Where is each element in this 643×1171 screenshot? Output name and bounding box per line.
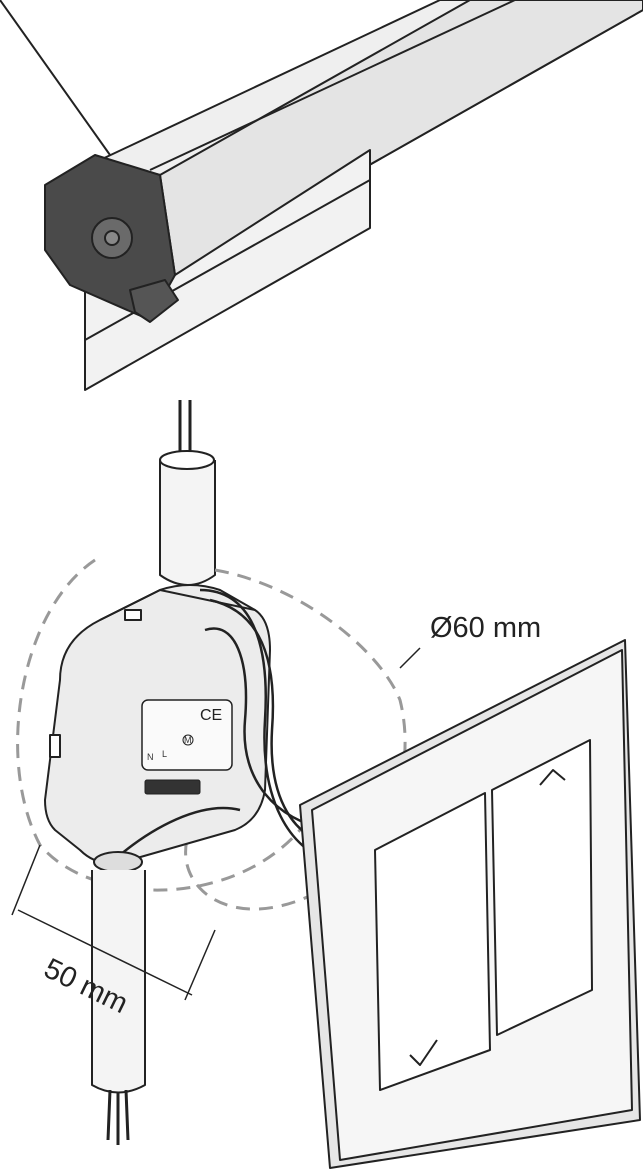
down-arrow-icon: [409, 1039, 438, 1066]
terminal-n-label: N: [147, 752, 154, 762]
up-rocker: [491, 739, 593, 1036]
lower-cable: [91, 851, 146, 1145]
roller-blind-housing: [0, 0, 643, 391]
motor-symbol: M: [184, 735, 192, 745]
diameter-label: Ø60 mm: [430, 612, 541, 644]
down-rocker: [374, 792, 491, 1091]
up-arrow-icon: [539, 769, 566, 786]
upper-cable: [159, 400, 216, 586]
terminal-l-label: L: [162, 749, 167, 759]
receiver-module: [44, 584, 271, 865]
ce-mark: CE: [200, 707, 222, 724]
diameter-leader: [399, 647, 421, 669]
dimension-50mm: [11, 647, 421, 1001]
motor-end-cap: [44, 154, 179, 323]
wall-switch: [299, 639, 641, 1169]
